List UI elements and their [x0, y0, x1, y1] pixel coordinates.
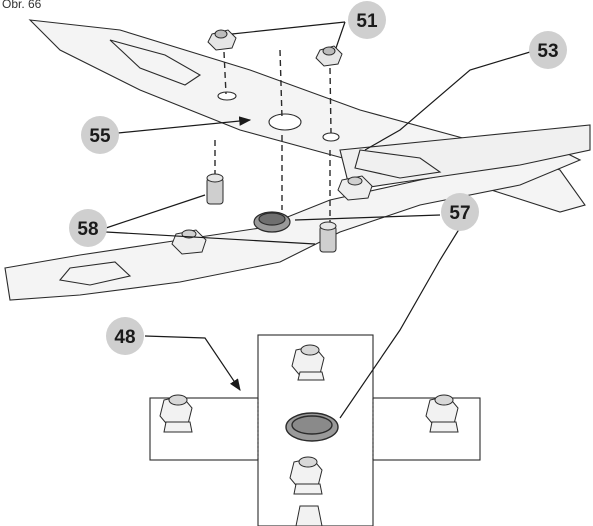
figure-label: Obr. 66: [2, 0, 42, 11]
bolt-58-right: [319, 221, 337, 253]
svg-text:51: 51: [356, 11, 378, 32]
nut-51-right: [315, 45, 343, 67]
lower-nut-left: [159, 394, 193, 433]
right-blade-plate: [339, 124, 591, 191]
callout-55: 55: [81, 116, 119, 154]
svg-text:58: 58: [77, 219, 98, 240]
lower-nut-top: [291, 344, 325, 381]
nut-51-left: [207, 29, 237, 51]
svg-text:55: 55: [89, 126, 111, 147]
callout-57: 57: [441, 193, 479, 231]
bottom-blade: [4, 149, 582, 301]
washer-57-lower: [285, 412, 339, 442]
svg-text:53: 53: [537, 41, 558, 62]
callout-58: 58: [69, 209, 107, 247]
top-blade-ridge: [109, 39, 202, 86]
right-blade-ridge: [354, 149, 442, 179]
callout-51: 51: [348, 1, 386, 39]
svg-text:57: 57: [449, 203, 470, 224]
callout-53: 53: [529, 31, 567, 69]
washer-57-upper: [253, 211, 291, 233]
top-blade-hole-right: [322, 132, 340, 142]
lower-nut-right: [425, 394, 459, 433]
lower-nut-bottom: [289, 456, 323, 526]
bottom-blade-ridge: [58, 261, 132, 286]
callout-48: 48: [106, 317, 144, 355]
leader-lines: [105, 21, 531, 419]
top-blade-hole-center: [268, 113, 302, 131]
nut-lower-right: [337, 175, 373, 201]
upper-blade-assembly: [4, 19, 591, 301]
svg-text:48: 48: [114, 327, 135, 348]
alignment-lines: [214, 49, 332, 225]
bolt-58-left: [206, 173, 224, 205]
top-blade-hole-left: [217, 91, 237, 101]
